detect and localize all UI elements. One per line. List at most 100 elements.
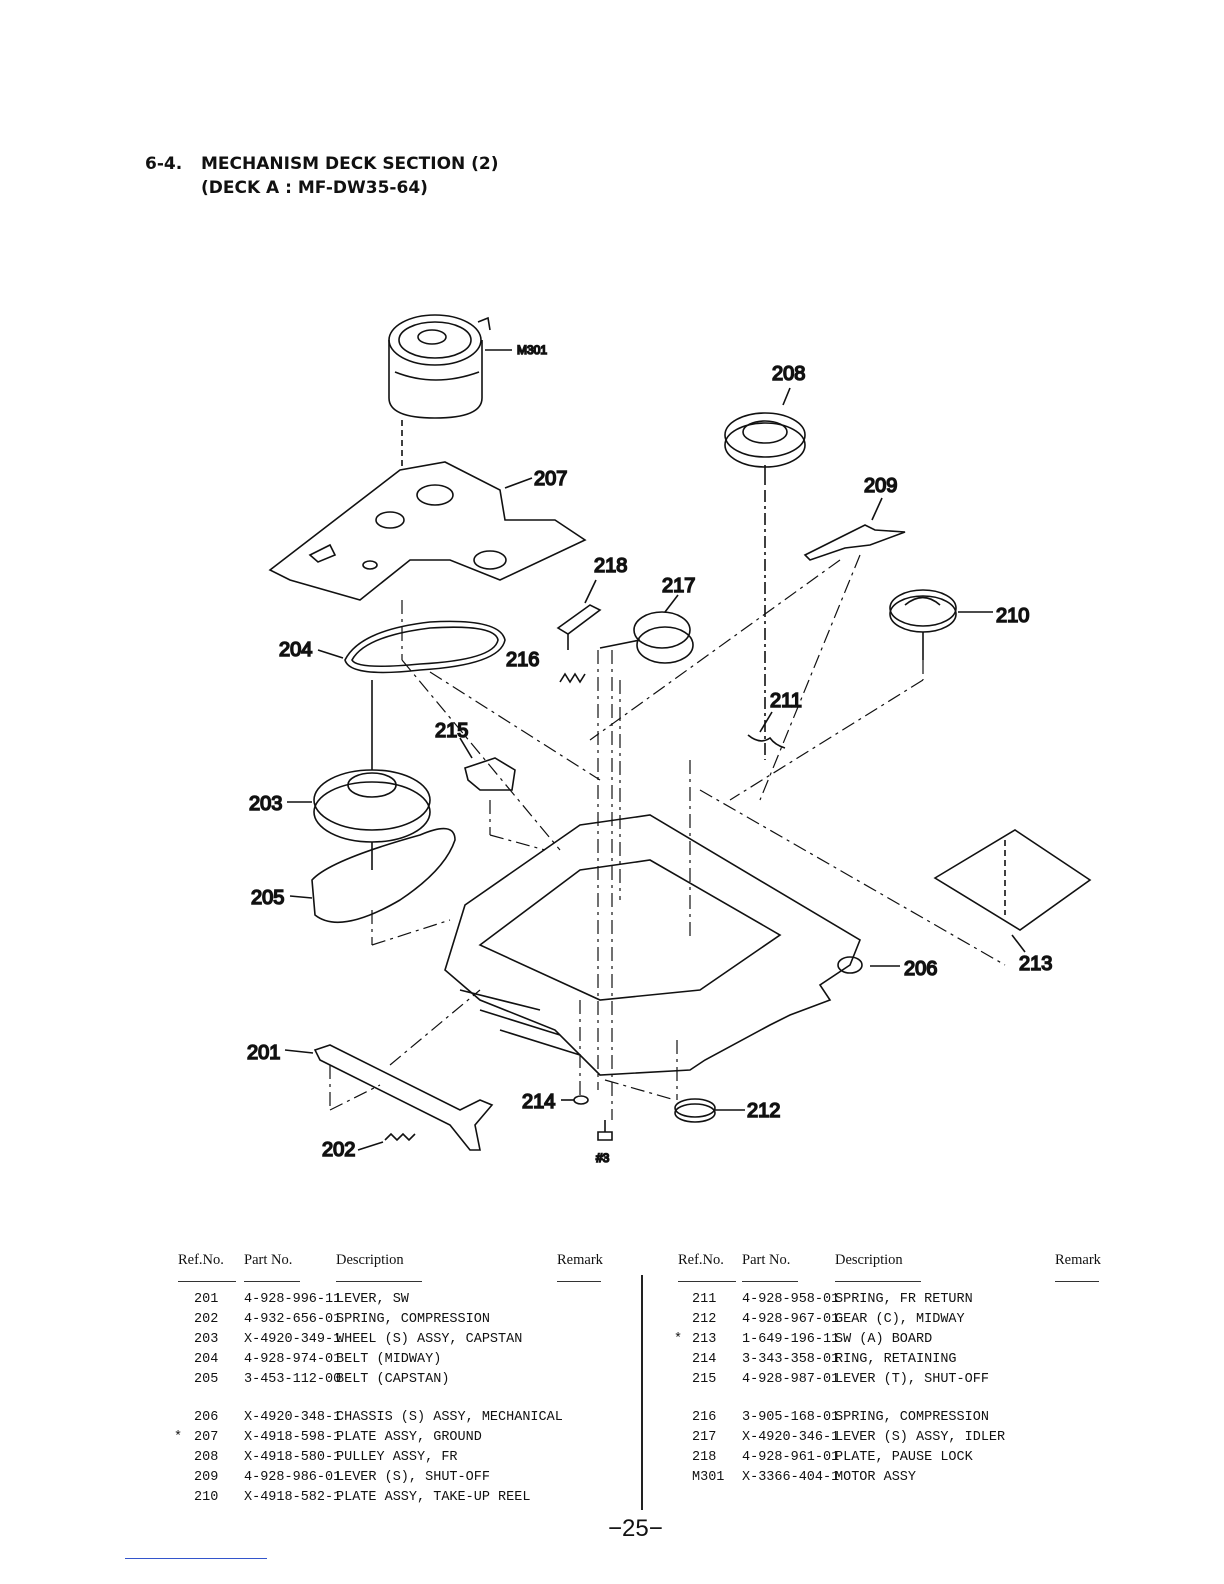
takeup-reel-part — [889, 589, 993, 660]
callout-label: 205 — [251, 887, 284, 909]
ref-number: 205 — [194, 1372, 219, 1387]
part-number: X-4920-348-1 — [244, 1410, 342, 1425]
description-header: Description — [336, 1252, 404, 1268]
callout-label: 201 — [247, 1042, 280, 1064]
section-title: MECHANISM DECK SECTION (2) — [201, 154, 499, 174]
midway-belt-part — [317, 620, 506, 674]
ref-number: 211 — [692, 1292, 717, 1307]
ref-number: 217 — [692, 1430, 717, 1445]
part-description: RING, RETAINING — [835, 1352, 957, 1367]
ref-number: 206 — [194, 1410, 219, 1425]
part-description: SPRING, COMPRESSION — [336, 1312, 490, 1327]
callout-label: 209 — [864, 475, 897, 497]
part-number: 4-928-961-01 — [742, 1450, 840, 1465]
callout-label: #3 — [596, 1151, 610, 1165]
lever-spring-part — [357, 1132, 416, 1151]
part-description: GEAR (C), MIDWAY — [835, 1312, 965, 1327]
callout-label: 207 — [534, 468, 567, 490]
part-description: SW (A) BOARD — [835, 1332, 933, 1347]
part-description: LEVER (S), SHUT-OFF — [336, 1470, 490, 1485]
callout-label: M301 — [517, 343, 547, 357]
part-number: 3-905-168-01 — [742, 1410, 840, 1425]
ref-number: 201 — [194, 1292, 219, 1307]
part-number: X-4918-582-1 — [244, 1490, 342, 1505]
ref-number: 216 — [692, 1410, 717, 1425]
part-number: X-3366-404-1 — [742, 1470, 840, 1485]
part-number: 4-928-996-11 — [244, 1292, 342, 1307]
pulley-part — [724, 387, 806, 760]
ref-number: 204 — [194, 1352, 219, 1367]
part-number: X-4920-349-1 — [244, 1332, 342, 1347]
part-description: BELT (MIDWAY) — [336, 1352, 442, 1367]
shutoff-lever-part — [803, 497, 906, 561]
section-number: 6-4. — [145, 154, 183, 174]
callout-label: 202 — [322, 1139, 355, 1161]
ref-number: 212 — [692, 1312, 717, 1327]
callout-label: 203 — [249, 793, 282, 815]
description-header: Description — [835, 1252, 903, 1268]
callout-label: 215 — [435, 720, 468, 742]
callout-label: 211 — [770, 690, 802, 712]
ref-number: 203 — [194, 1332, 219, 1347]
table-divider — [641, 1275, 643, 1510]
callout-label: 216 — [506, 649, 539, 671]
part-number: X-4918-598-1 — [244, 1430, 342, 1445]
part-description: CHASSIS (S) ASSY, MECHANICAL — [336, 1410, 563, 1425]
ref-number: 207 — [194, 1430, 219, 1445]
sw-board-part — [933, 829, 1092, 953]
section-subtitle: (DECK A : MF-DW35-64) — [201, 178, 428, 198]
part-description: PULLEY ASSY, FR — [336, 1450, 458, 1465]
part-description: WHEEL (S) ASSY, CAPSTAN — [336, 1332, 523, 1347]
screw-part — [597, 1120, 613, 1141]
part-number: 1-649-196-11 — [742, 1332, 840, 1347]
part-number: 3-343-358-01 — [742, 1352, 840, 1367]
ground-plate-part — [268, 461, 587, 601]
part-description: SPRING, COMPRESSION — [835, 1410, 989, 1425]
page-title: 6-4. MECHANISM DECK SECTION (2) (DECK A :… — [145, 152, 499, 200]
part-number: 3-453-112-00 — [244, 1372, 342, 1387]
part-description: BELT (CAPSTAN) — [336, 1372, 450, 1387]
part-description: PLATE ASSY, TAKE-UP REEL — [336, 1490, 531, 1505]
ref-header: Ref.No. — [678, 1252, 724, 1268]
part-number: 4-928-974-01 — [244, 1352, 342, 1367]
remark-header: Remark — [557, 1252, 603, 1268]
exploded-view-diagram: M301 208 207 209 218 217 210 204 216 211… — [246, 314, 1092, 1166]
part-description: MOTOR ASSY — [835, 1470, 917, 1485]
callout-label: 210 — [996, 605, 1029, 627]
ref-number: 210 — [194, 1490, 219, 1505]
part-description: LEVER, SW — [336, 1292, 409, 1307]
part-description: LEVER (T), SHUT-OFF — [835, 1372, 989, 1387]
part-number: X-4920-346-1 — [742, 1430, 840, 1445]
ref-number: 213 — [692, 1332, 717, 1347]
page-number: −25− — [608, 1515, 663, 1542]
assembly-guide-lines — [329, 554, 1006, 1120]
callout-label: 208 — [772, 363, 805, 385]
asterisk-mark: * — [674, 1332, 683, 1347]
midway-gear-part — [674, 1098, 745, 1123]
part-number: 4-928-986-01 — [244, 1470, 342, 1485]
motor-part — [388, 314, 512, 470]
chassis-part — [444, 814, 900, 1076]
part-number: 4-928-958-01 — [742, 1292, 840, 1307]
part-number: 4-932-656-01 — [244, 1312, 342, 1327]
ref-number: 215 — [692, 1372, 717, 1387]
part-header: Part No. — [742, 1252, 791, 1268]
part-number: X-4918-580-1 — [244, 1450, 342, 1465]
part-description: PLATE ASSY, GROUND — [336, 1430, 482, 1445]
retaining-ring-part — [561, 1095, 589, 1105]
callout-label: 213 — [1019, 953, 1052, 975]
callout-label: 212 — [747, 1100, 780, 1122]
capstan-belt-part — [289, 827, 456, 923]
part-description: PLATE, PAUSE LOCK — [835, 1450, 973, 1465]
sw-lever-part — [284, 1044, 494, 1151]
part-number: 4-928-987-01 — [742, 1372, 840, 1387]
part-description: SPRING, FR RETURN — [835, 1292, 973, 1307]
compression-spring-part — [559, 672, 586, 684]
pause-lock-part — [556, 579, 602, 650]
return-spring-part — [747, 711, 786, 749]
ref-number: 209 — [194, 1470, 219, 1485]
callout-label: 214 — [522, 1091, 555, 1113]
part-description: LEVER (S) ASSY, IDLER — [835, 1430, 1006, 1445]
ref-number: 214 — [692, 1352, 717, 1367]
callout-label: 204 — [279, 639, 312, 661]
